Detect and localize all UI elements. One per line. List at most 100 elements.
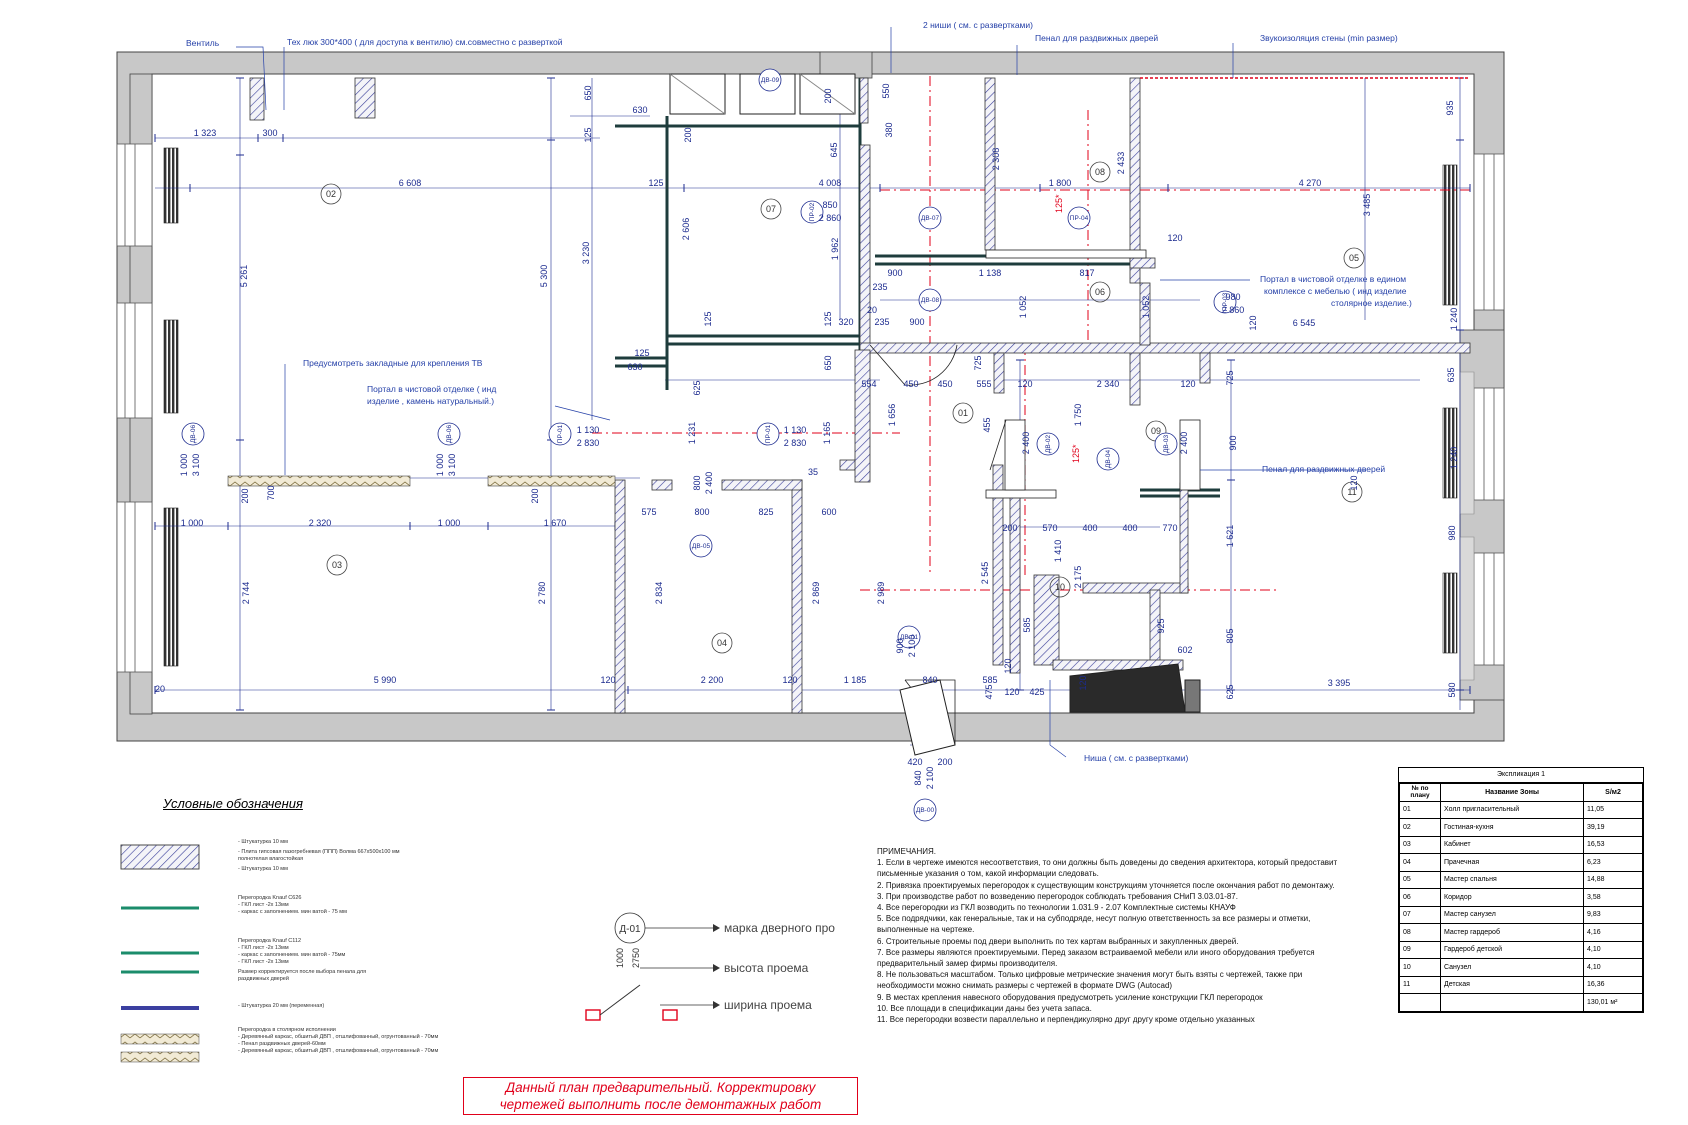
room-label-03: 03 [332, 560, 342, 570]
dim-label: 1 052 [1018, 296, 1028, 319]
dim-label: 1 165 [822, 422, 832, 445]
dim-label: 2 606 [681, 218, 691, 241]
door-tag-dv03: ДВ-03 [1163, 435, 1170, 454]
legend-item-5: Перегородка в столярном исполнении- Дере… [238, 1027, 439, 1054]
dim-label: 554 [861, 379, 876, 389]
dim-label: 1 240 [1449, 447, 1459, 470]
note-line: 3. При производстве работ по возведению … [877, 891, 1238, 901]
legend-item-1: - Штукатурка 10 мм- Плита гипсовая пазог… [238, 839, 400, 872]
dim-label: 3 100 [447, 454, 457, 477]
dim-label: 600 [821, 507, 836, 517]
room-label-05: 05 [1349, 253, 1359, 263]
dim-label: 1 052 [1141, 296, 1151, 319]
dim-label: 602 [1177, 645, 1192, 655]
explication-zone: Детская [1440, 975, 1584, 994]
dim-label: 1 656 [887, 404, 897, 427]
explication-num: 02 [1399, 818, 1441, 837]
explication-area: 4,10 [1583, 958, 1643, 977]
door-tag-pr03: ПР-03 [1222, 292, 1229, 311]
note-line: 4. Все перегородки из ГКЛ возводить по т… [877, 903, 1236, 913]
legend-item-2: Перегородка Knauf C626- ГКЛ лист -2х 13м… [238, 895, 347, 915]
explication-title: Экспликация 1 [1399, 768, 1643, 783]
explication-zone: Холл пригласительный [1440, 800, 1584, 819]
dim-label: 450 [903, 379, 918, 389]
dim-label: 1 750 [1073, 404, 1083, 427]
callout-portal05-line2: комплексе с мебелью ( инд изделие [1264, 286, 1407, 296]
dim-label: 2 860 [1222, 305, 1245, 315]
dim-label: 1 670 [544, 518, 567, 528]
door-tag-dv09: ДВ-09 [761, 77, 780, 84]
door-tag-dv05: ДВ-05 [692, 543, 711, 550]
dim-label: 925 [1156, 618, 1166, 633]
dim-label: 635 [1446, 367, 1456, 382]
dim-label: 2 834 [654, 582, 664, 605]
dim-label: 200 [683, 127, 693, 142]
dim-label: 2 780 [537, 582, 547, 605]
dim-label: 2 400 [704, 472, 714, 495]
dim-label: 120 [782, 675, 797, 685]
room-label-06: 06 [1095, 287, 1105, 297]
dim-label: 125 [703, 311, 713, 326]
dim-label: 1 621 [1225, 525, 1235, 548]
dim-label: 1 800 [1049, 178, 1072, 188]
callout-soundproof: Звукоизоляция стены (min размер) [1260, 33, 1398, 43]
dim-label: 800 [692, 475, 702, 490]
dimension-lines [155, 78, 1470, 746]
note-line: 10. Все площади в спецификации даны без … [877, 1003, 1092, 1013]
explication-area: 11,05 [1583, 800, 1643, 819]
callout-niche-bottom: Ниша ( см. с развертками) [1084, 753, 1188, 763]
dim-label: 1 130 [577, 425, 600, 435]
dim-label: 125 [634, 348, 649, 358]
dim-label: 20 [867, 305, 877, 315]
explication-zone: Мастер санузел [1440, 905, 1584, 924]
dim-label: 120 [1349, 475, 1359, 490]
room-tags [320, 161, 1365, 654]
dim-label: 120 [1180, 379, 1195, 389]
dim-label: 2 100 [907, 635, 917, 658]
dim-label: 125 [648, 178, 663, 188]
dim-label: 6 545 [1293, 318, 1316, 328]
svg-text:125*: 125* [1054, 194, 1064, 213]
dim-label: 625 [692, 380, 702, 395]
dim-label: 900 [895, 638, 905, 653]
dim-label: 1 000 [179, 454, 189, 477]
explication-num: 08 [1399, 923, 1441, 942]
dim-label: 200 [1002, 523, 1017, 533]
explication-row: 130,01 м² [1399, 993, 1643, 1012]
door-tag-dv06b: ДВ-06 [446, 425, 453, 444]
dim-label: 2 830 [784, 438, 807, 448]
dim-label: 2 308 [991, 148, 1001, 171]
dim-label: 1 000 [438, 518, 461, 528]
dim-label: 840 [913, 770, 923, 785]
dim-label: 1 130 [784, 425, 807, 435]
note-line: 2. Привязка проектируемых перегородок к … [877, 880, 1335, 890]
room-label-07: 07 [766, 204, 776, 214]
dim-label: 1 231 [687, 422, 697, 445]
door-tag-dv01: ДВ-01 [900, 634, 919, 641]
dim-label: 1 000 [435, 454, 445, 477]
dim-label: 450 [937, 379, 952, 389]
dim-label: 300 [262, 128, 277, 138]
room-label-09: 09 [1151, 426, 1161, 436]
dim-label: 125 [583, 127, 593, 142]
dim-label: 120 [1248, 315, 1258, 330]
callout-niches2: 2 ниши ( см. с развертками) [923, 20, 1033, 30]
warning-line-1: Данный план предварительный. Корректиров… [505, 1080, 816, 1095]
room-tag-07 [760, 198, 782, 220]
door-legend-tag: Д-01 [619, 924, 641, 935]
axis-lines [592, 76, 1470, 591]
explication-area: 39,19 [1583, 818, 1643, 837]
dim-label: 630 [627, 362, 642, 372]
explication-zone: Прачечная [1440, 853, 1584, 872]
room-label-08: 08 [1095, 167, 1105, 177]
dim-label: 825 [758, 507, 773, 517]
dim-label: 120 [1004, 687, 1019, 697]
dim-label: 235 [874, 317, 889, 327]
explication-area: 6,23 [1583, 853, 1643, 872]
explication-table: Экспликация 1 № по плану Название Зоны S… [1398, 767, 1644, 1013]
callout-penal-top: Пенал для раздвижных дверей [1035, 33, 1158, 43]
